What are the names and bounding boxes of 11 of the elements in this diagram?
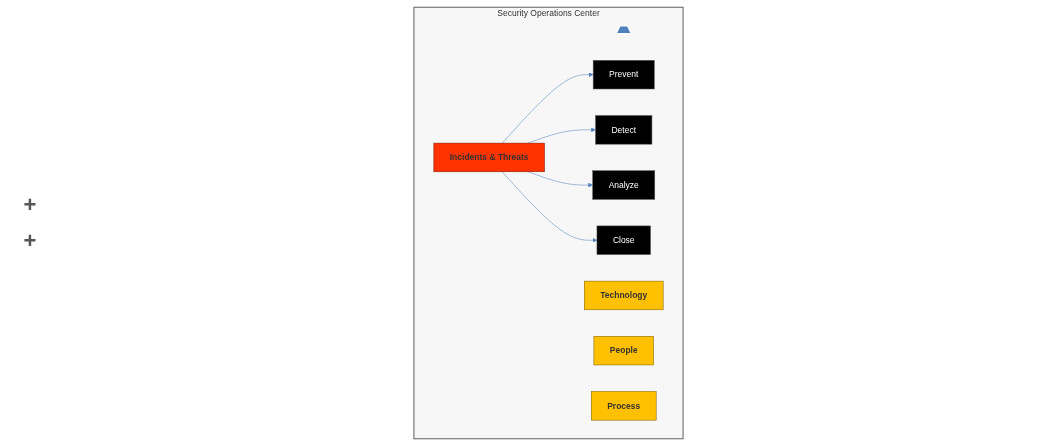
- node-trapezoid: [614, 24, 633, 35]
- node-box: Incidents & Threats: [433, 142, 545, 172]
- node-box: Technology: [584, 280, 664, 310]
- plus-sign: +: [23, 227, 37, 254]
- node-box: Prevent: [592, 59, 655, 89]
- node-box: Analyze: [592, 169, 656, 200]
- node-box: Detect: [595, 114, 653, 144]
- plus-sign: +: [23, 191, 37, 218]
- node-box: Process: [591, 390, 657, 420]
- node-box: Close: [596, 225, 651, 255]
- node-box: People: [593, 335, 654, 365]
